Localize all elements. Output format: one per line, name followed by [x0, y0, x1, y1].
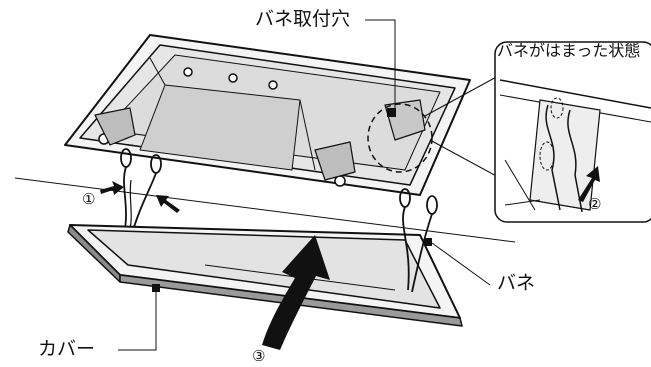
spring-hole-highlight [367, 103, 433, 173]
push-arrow-icon [578, 166, 600, 202]
spring-hole-leader [365, 19, 396, 108]
right-springs [399, 188, 438, 293]
inset-title: バネがはまった状態 [497, 43, 641, 59]
inset-detail [494, 41, 651, 223]
spring-leader [431, 242, 491, 286]
step-3-marker: ③ [252, 347, 266, 365]
fixture-housing [64, 34, 471, 196]
step-1-marker: ① [82, 190, 96, 208]
step-2-marker: ② [588, 195, 602, 213]
ceiling-line [14, 177, 516, 243]
spring-hole-label: バネ取付穴 [255, 8, 351, 30]
spring-label: バネ [497, 272, 536, 294]
inset-connector-top [424, 74, 501, 117]
cover-leader [118, 290, 157, 351]
cover-panel [67, 224, 463, 327]
push-arrow-right-icon [156, 195, 180, 213]
cover-label: カバー [38, 338, 96, 360]
push-arrow-left-icon [100, 181, 124, 195]
lift-arrow-icon [262, 235, 330, 350]
inset-connector-bottom [429, 139, 501, 179]
